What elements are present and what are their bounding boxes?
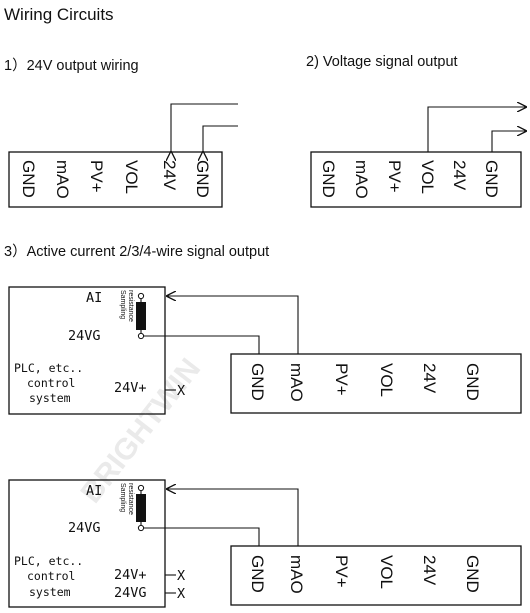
terminal-label-24v: 24V bbox=[450, 160, 469, 191]
wire-24vg-to-gnd bbox=[144, 527, 260, 546]
plc-box bbox=[8, 479, 166, 608]
plc-box bbox=[8, 286, 166, 415]
wire-mao-to-ai bbox=[167, 296, 299, 354]
terminal-label-24v: 24V bbox=[420, 363, 439, 394]
diagram-active-current-b: AI 24VG PLC, etc.. control system 24V+ 2… bbox=[8, 479, 522, 608]
unused-terminal-mark: X bbox=[177, 568, 185, 584]
wire-mao-to-ai bbox=[167, 489, 299, 546]
diagram-active-current-a: AI 24VG PLC, etc.. control system 24V+ S… bbox=[8, 286, 522, 415]
terminal-label-pv: PV+ bbox=[385, 160, 404, 193]
page-title: Wiring Circuits bbox=[4, 5, 114, 24]
terminal-label-gnd: GND bbox=[248, 363, 267, 401]
terminal-label-vol: VOL bbox=[122, 160, 141, 194]
plc-desc-2: control bbox=[27, 569, 75, 583]
plc-24vg-label: 24VG bbox=[68, 520, 101, 536]
plc-24vplus-label: 24V+ bbox=[114, 380, 147, 396]
plc-desc-1: PLC, etc.. bbox=[14, 554, 83, 568]
plc-ai-label: AI bbox=[86, 483, 102, 499]
terminal-label-gnd-2: GND bbox=[463, 363, 482, 401]
terminal-block bbox=[310, 151, 522, 208]
plc-desc-2: control bbox=[27, 376, 75, 390]
plc-24vplus-label: 24V+ bbox=[114, 567, 147, 583]
terminal-label-pv: PV+ bbox=[332, 555, 351, 588]
terminal-labels: GND mAO PV+ VOL 24V GND bbox=[19, 160, 212, 199]
terminal-label-mao: mAO bbox=[53, 160, 72, 199]
terminal-label-gnd-2: GND bbox=[463, 555, 482, 593]
terminal-label-pv: PV+ bbox=[332, 363, 351, 396]
wire-24vg-to-gnd bbox=[144, 335, 260, 354]
plc-ai-label: AI bbox=[86, 290, 102, 306]
plc-desc-3: system bbox=[29, 391, 71, 405]
wire-24v bbox=[171, 103, 238, 152]
unused-terminal-mark: X bbox=[177, 586, 185, 602]
section-1-heading: 1）24V output wiring bbox=[4, 58, 139, 74]
plc-24vg-label: 24VG bbox=[68, 328, 101, 344]
diagram-24v-output: GND mAO PV+ VOL 24V GND bbox=[8, 103, 238, 208]
terminal-label-24v: 24V bbox=[420, 555, 439, 586]
terminal-labels: GND mAO PV+ VOL 24V GND bbox=[248, 555, 482, 594]
wire-vol bbox=[427, 107, 526, 152]
terminal-label-pv: PV+ bbox=[87, 160, 106, 193]
terminal-label-gnd-2: GND bbox=[193, 160, 212, 198]
wire-gnd bbox=[491, 131, 526, 152]
terminal-block bbox=[230, 353, 522, 414]
terminal-labels: GND mAO PV+ VOL 24V GND bbox=[319, 160, 501, 199]
resistor-label-2: resistance bbox=[127, 483, 134, 515]
terminal-block bbox=[8, 151, 223, 208]
terminal-label-vol: VOL bbox=[377, 363, 396, 397]
plc-desc-1: PLC, etc.. bbox=[14, 361, 83, 375]
terminal-label-vol: VOL bbox=[377, 555, 396, 589]
wire-gnd bbox=[203, 125, 238, 152]
terminal-label-gnd: GND bbox=[19, 160, 38, 198]
resistor-label-1: Sampling bbox=[119, 483, 126, 512]
terminal-label-mao: mAO bbox=[287, 555, 306, 594]
terminal-label-gnd: GND bbox=[248, 555, 267, 593]
diagram-voltage-output: GND mAO PV+ VOL 24V GND bbox=[310, 107, 526, 208]
terminal-labels: GND mAO PV+ VOL 24V GND bbox=[248, 363, 482, 402]
section-2-heading: 2) Voltage signal output bbox=[306, 54, 458, 70]
plc-desc-3: system bbox=[29, 585, 71, 599]
resistor-label-2: resistance bbox=[127, 290, 134, 322]
terminal-label-gnd-2: GND bbox=[482, 160, 501, 198]
unused-terminal-mark: X bbox=[177, 383, 185, 399]
terminal-label-gnd: GND bbox=[319, 160, 338, 198]
plc-24vg-label-2: 24VG bbox=[114, 585, 147, 601]
resistor-label-1: Sampling bbox=[119, 290, 126, 319]
terminal-label-mao: mAO bbox=[287, 363, 306, 402]
terminal-label-mao: mAO bbox=[352, 160, 371, 199]
terminal-label-24v: 24V bbox=[160, 160, 179, 191]
section-3-heading: 3）Active current 2/3/4-wire signal outpu… bbox=[4, 244, 270, 260]
terminal-block bbox=[230, 545, 522, 606]
terminal-label-vol: VOL bbox=[418, 160, 437, 194]
